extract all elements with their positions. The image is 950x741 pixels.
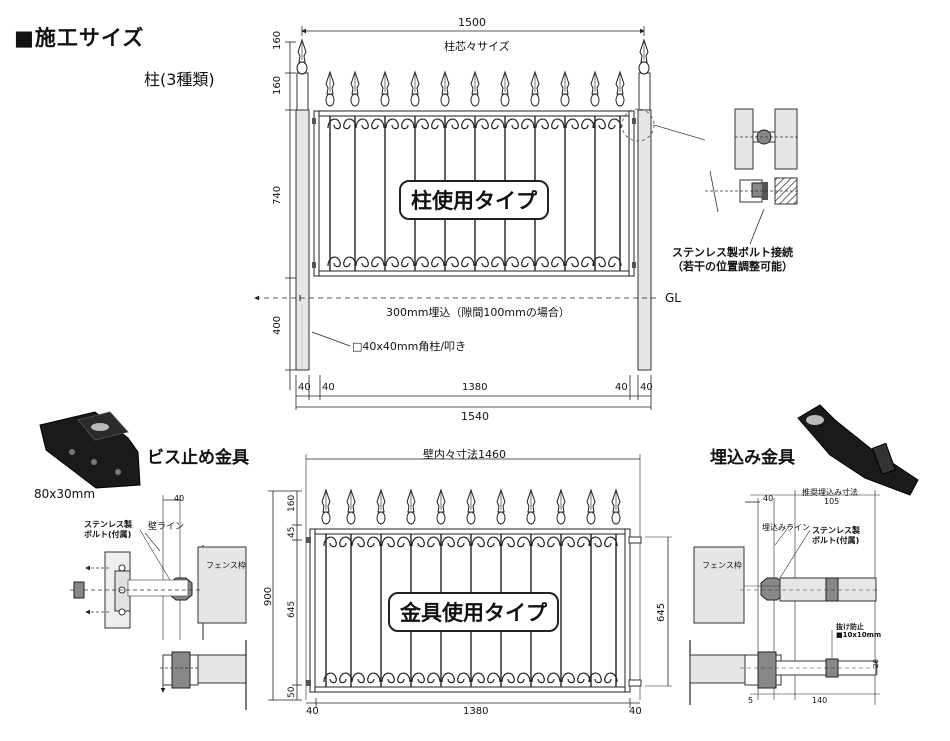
bottom-dim-900: 900 (263, 586, 274, 606)
bottom-dim-40-b: 40 (629, 706, 642, 717)
embed-bracket-photo (797, 404, 919, 496)
embed-recommend-label: 推奨埋込み寸法 (802, 488, 858, 497)
dim-left-bottom (268, 490, 302, 701)
top-width-label: 柱芯々サイズ (444, 40, 510, 53)
left-post (295, 39, 310, 371)
page-title: ■施工サイズ (14, 26, 145, 50)
gl-label: GL (665, 291, 681, 305)
stop-label-1: 抜け防止 (836, 623, 864, 631)
bottom-dim-645-l: 645 (287, 600, 297, 618)
embed-bolt-1: ステンレス製 (812, 526, 860, 535)
dim-total-1540: 1540 (461, 410, 489, 423)
bottom-dim-160: 160 (287, 494, 297, 512)
page-subtitle: 柱(3種類) (144, 70, 215, 89)
dim-bottom-40-a: 40 (298, 382, 311, 393)
screw-bolt-1: ステンレス製 (84, 520, 132, 529)
embed-bracket-title: 埋込み金具 (710, 448, 795, 468)
dim-right-bottom (645, 536, 672, 687)
embed-note: 300mm埋込（隙間100mmの場合） (386, 306, 570, 319)
embed-line-label: 埋込みライン (762, 523, 810, 532)
embed-dim-40: 40 (763, 494, 774, 503)
bolt-note-2: （若干の位置調整可能） (672, 260, 793, 273)
right-post (637, 39, 652, 371)
dim-bottom-1380: 1380 (462, 382, 488, 393)
screw-bracket-size: 80x30mm (34, 487, 96, 501)
dim-width-top (301, 26, 645, 36)
bottom-dim-1380: 1380 (463, 706, 489, 717)
post-type-badge: 柱使用タイプ (399, 180, 549, 220)
stop-label-2: ■10x10mm (836, 631, 882, 639)
bottom-dim-645-r: 645 (656, 602, 667, 622)
dim-740: 740 (272, 185, 283, 205)
screw-dim-40: 40 (174, 494, 185, 503)
embed-dim-5: 5 (748, 696, 754, 705)
top-width-dim: 1500 (458, 16, 486, 29)
embed-recommend-dim: 105 (824, 497, 840, 506)
screw-bolt-2: ボルト(付属) (84, 530, 132, 539)
dim-bottom-top (295, 375, 652, 410)
screw-bracket-title: ビス止め金具 (147, 448, 249, 468)
dim-160-b: 160 (272, 75, 283, 95)
dim-left-top (285, 41, 296, 390)
embed-bracket-diagram (689, 490, 880, 705)
fence-panel-bottom (306, 489, 642, 693)
gl-line (254, 295, 660, 301)
bracket-type-badge: 金具使用タイプ (388, 592, 559, 632)
fence-panel-top (312, 71, 636, 277)
dim-bottom-40-b: 40 (322, 382, 335, 393)
bolt-detail-top (705, 108, 800, 245)
dim-400: 400 (272, 315, 283, 335)
bottom-dim-50: 50 (287, 686, 297, 698)
embed-bolt-2: ボルト(付属) (812, 536, 860, 545)
dim-width-bottom (305, 454, 641, 700)
screw-bracket-photo (39, 411, 141, 489)
embed-frame-label: フェンス枠 (702, 561, 742, 570)
screw-frame-label: フェンス枠 (206, 561, 246, 570)
wall-line-label: 壁ライン (148, 522, 185, 532)
dim-bottom-bottom (306, 698, 640, 708)
embed-dim-26: 26 (872, 659, 880, 668)
embed-dim-140: 140 (812, 696, 828, 705)
bolt-note-1: ステンレス製ボルト接続 (672, 246, 793, 259)
dim-bottom-40-c: 40 (615, 382, 628, 393)
screw-bracket-diagram (70, 495, 247, 710)
dim-160-a: 160 (272, 30, 283, 50)
wall-inner-dim: 壁内々寸法1460 (423, 448, 506, 461)
bottom-dim-40-a: 40 (306, 706, 319, 717)
bottom-dim-45: 45 (287, 526, 297, 538)
dim-bottom-40-d: 40 (640, 382, 653, 393)
post-label: □40x40mm角柱/叩き (352, 340, 467, 353)
